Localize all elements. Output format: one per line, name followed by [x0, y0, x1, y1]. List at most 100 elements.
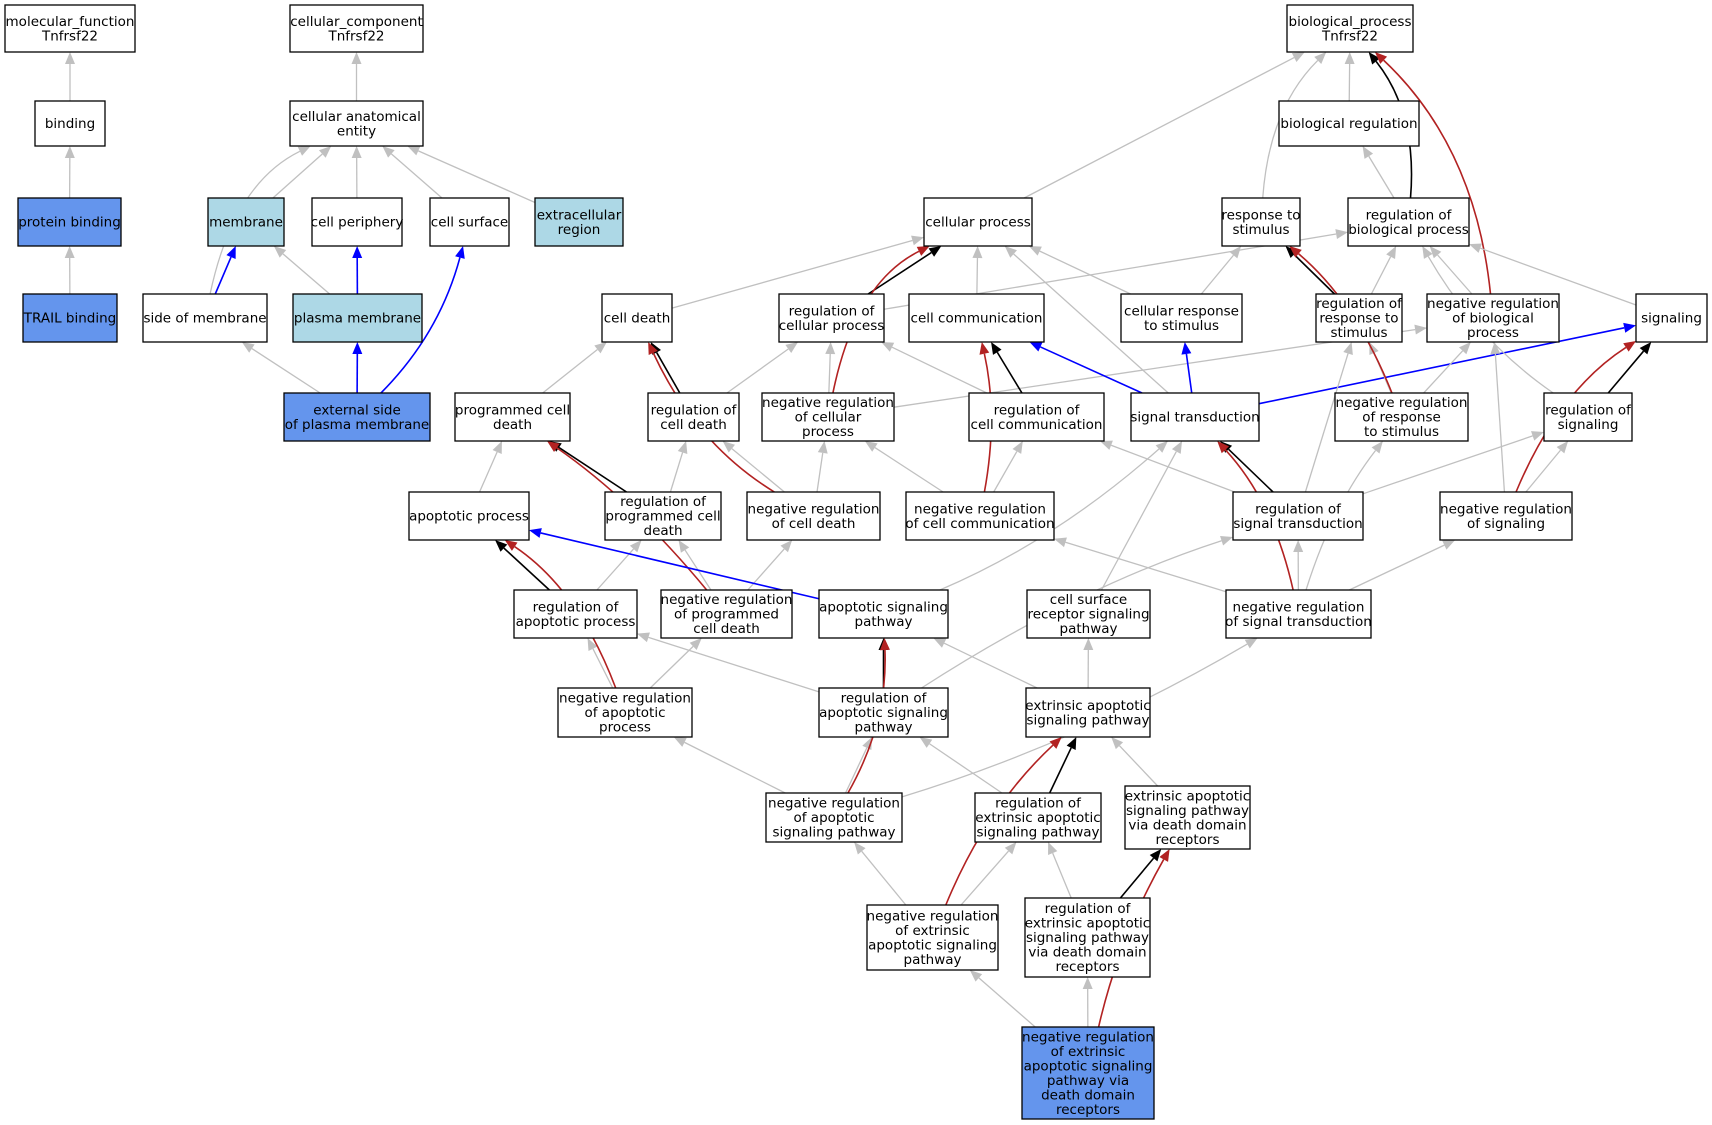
term-node-membrane[interactable]: membrane [207, 197, 285, 247]
edge-neg_reg_programmed_cell_death-to-neg_reg_cell_death [747, 548, 785, 591]
term-box [1543, 392, 1633, 442]
term-node-cell-periphery[interactable]: cell periphery [311, 197, 404, 247]
arrowhead-neg_reg_signaling-to-neg_reg_biological_process [1490, 342, 1501, 355]
term-box [22, 293, 118, 343]
edge-neg_reg_biological_process-to-regulation_of_biological_process [1437, 254, 1473, 295]
term-label-line: regulation of [789, 303, 876, 319]
term-box [974, 792, 1102, 843]
arrowhead-external_side_pm-to-cell_surface [455, 246, 465, 259]
arrowhead-neg_reg_programmed_cell_death-to-regulation_of_programmed_cell_death [678, 540, 690, 553]
term-box [1315, 293, 1403, 343]
edge-neg_reg_apoptotic_signaling-to-regulation_of_apoptotic_signaling [844, 747, 868, 794]
term-box [289, 4, 424, 53]
term-node-cellular-process[interactable]: cellular process [923, 197, 1033, 247]
edge-neg_reg_apoptotic_signaling-to-neg_reg_apoptotic_process [684, 741, 786, 794]
term-node-plasma-membrane[interactable]: plasma membrane [292, 293, 423, 343]
arrowhead-regulation_of_apoptotic_process-to-apoptotic_process [495, 540, 508, 552]
edge-extracellular_region-to-cellular_anatomical_entity [418, 150, 536, 204]
term-label-line: of cell communication [905, 516, 1054, 532]
term-node-protein-binding[interactable]: protein binding [17, 197, 122, 247]
term-label-line: signaling pathway [772, 825, 895, 841]
arrowhead-regulation_of_extrinsic_apoptotic-to-extrinsic_apoptotic_signaling [1066, 737, 1077, 750]
term-label-line: of extrinsic [1051, 1044, 1126, 1060]
edge-regulation_of_cell_death-to-regulation_of_cellular_process [726, 348, 789, 394]
arrowhead-neg_reg_apoptotic_signaling-to-apoptotic_signaling_pathway [879, 638, 890, 651]
arrowhead-protein_binding-to-binding [64, 146, 75, 159]
edge-external_side_pm-to-side_of_membrane [251, 348, 321, 394]
edge-neg_reg_cell_death-to-regulation_of_cell_death [731, 448, 785, 493]
arrowhead-regulation_of_biological_process-to-biological_regulation [1362, 146, 1374, 159]
term-box [1024, 897, 1151, 978]
edge-extrinsic_via_death_domain-to-extrinsic_apoptotic_signaling [1118, 745, 1159, 787]
arrowhead-neg_reg_apoptotic_process-to-apoptotic_process [504, 540, 518, 551]
term-node-cell-communication[interactable]: cell communication [908, 293, 1045, 343]
term-node-binding[interactable]: binding [34, 100, 106, 147]
edge-programmed_cell_death-to-cell_death [542, 348, 598, 394]
term-node-cell-death[interactable]: cell death [601, 293, 673, 343]
term-node-cell-surface[interactable]: cell surface [429, 197, 510, 247]
term-label-line: cellular process [925, 215, 1031, 231]
term-label-line: regulation of [1255, 501, 1342, 517]
term-label-line: process [802, 424, 854, 440]
arrowhead-extrinsic_apoptotic_signaling-to-cell_surface_receptor_signaling [1083, 638, 1094, 651]
arrowhead-neg_reg_extrinsic_apoptotic-to-neg_reg_apoptotic_signaling [854, 842, 866, 855]
term-label-line: of cellular [795, 410, 862, 426]
term-label-line: regulation of [533, 599, 620, 615]
term-box [283, 392, 431, 442]
term-label-line: TRAIL binding [23, 311, 116, 327]
arrowhead-neg_reg_signaling-to-signaling [1623, 340, 1636, 352]
term-node-trail-binding[interactable]: TRAIL binding [22, 293, 118, 343]
term-label-line: signaling [1641, 311, 1702, 327]
edge-regulation_of_signal_transduction-to-signal_transduction [1228, 448, 1274, 493]
edge-neg_reg_extrinsic_apoptotic-to-regulation_of_extrinsic_apoptotic [960, 850, 1010, 906]
arrowhead-signal_transduction-to-cellular_process [1004, 246, 1017, 258]
term-node-signaling[interactable]: signaling [1635, 293, 1708, 343]
term-box [534, 197, 624, 247]
term-node-biological-regulation[interactable]: biological regulation [1278, 100, 1420, 147]
edge-extrinsic_apoptotic_signaling-to-apoptotic_signaling_pathway [943, 642, 1038, 689]
term-node-side-of-membrane[interactable]: side of membrane [142, 293, 268, 343]
term-label-line: protein binding [18, 215, 121, 231]
term-node-signal-transduction[interactable]: signal transduction [1130, 392, 1260, 442]
term-label-line: entity [337, 123, 376, 139]
arrowhead-signal_transduction-to-signaling [1623, 322, 1636, 333]
term-node-apoptotic-process[interactable]: apoptotic process [408, 491, 530, 541]
